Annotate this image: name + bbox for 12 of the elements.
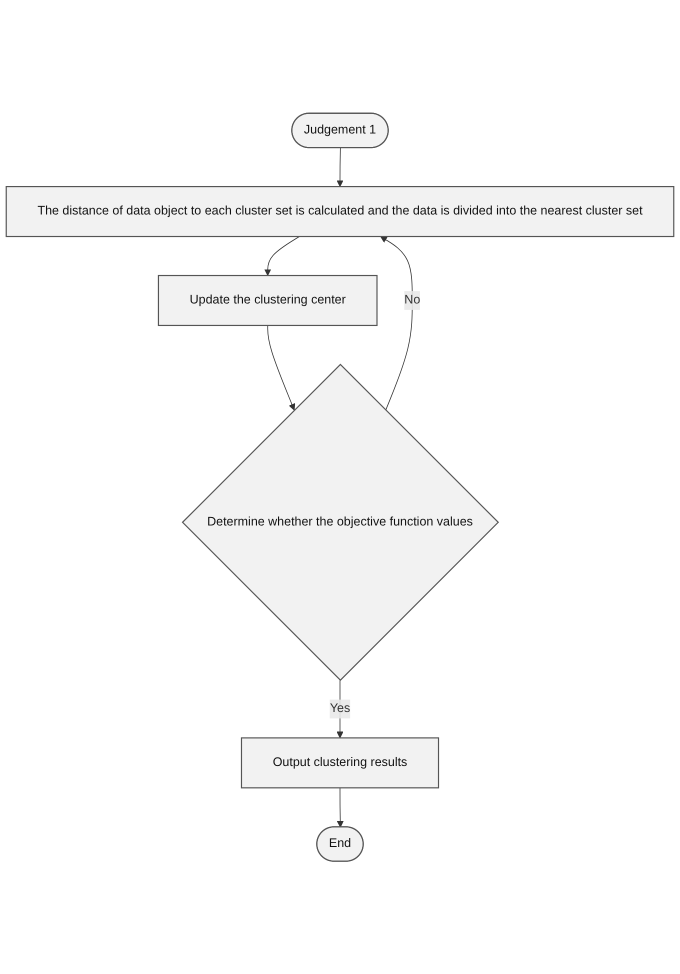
node-box: The distance of data object to each cluster set is calculated and the data is divided into the nearest cluster set	[6, 186, 674, 237]
arrow	[267, 324, 296, 410]
arrow	[380, 236, 413, 410]
arrow	[336, 147, 344, 187]
edge-label: Yes	[330, 702, 350, 716]
node-diamond: Determine whether the objective function values	[182, 363, 500, 681]
node-box: Output clustering results	[240, 737, 440, 788]
arrow	[336, 787, 344, 828]
arrow	[336, 680, 344, 738]
arrow	[264, 236, 300, 276]
edge-label: No	[404, 293, 420, 307]
node-box: Update the clustering center	[158, 274, 378, 326]
